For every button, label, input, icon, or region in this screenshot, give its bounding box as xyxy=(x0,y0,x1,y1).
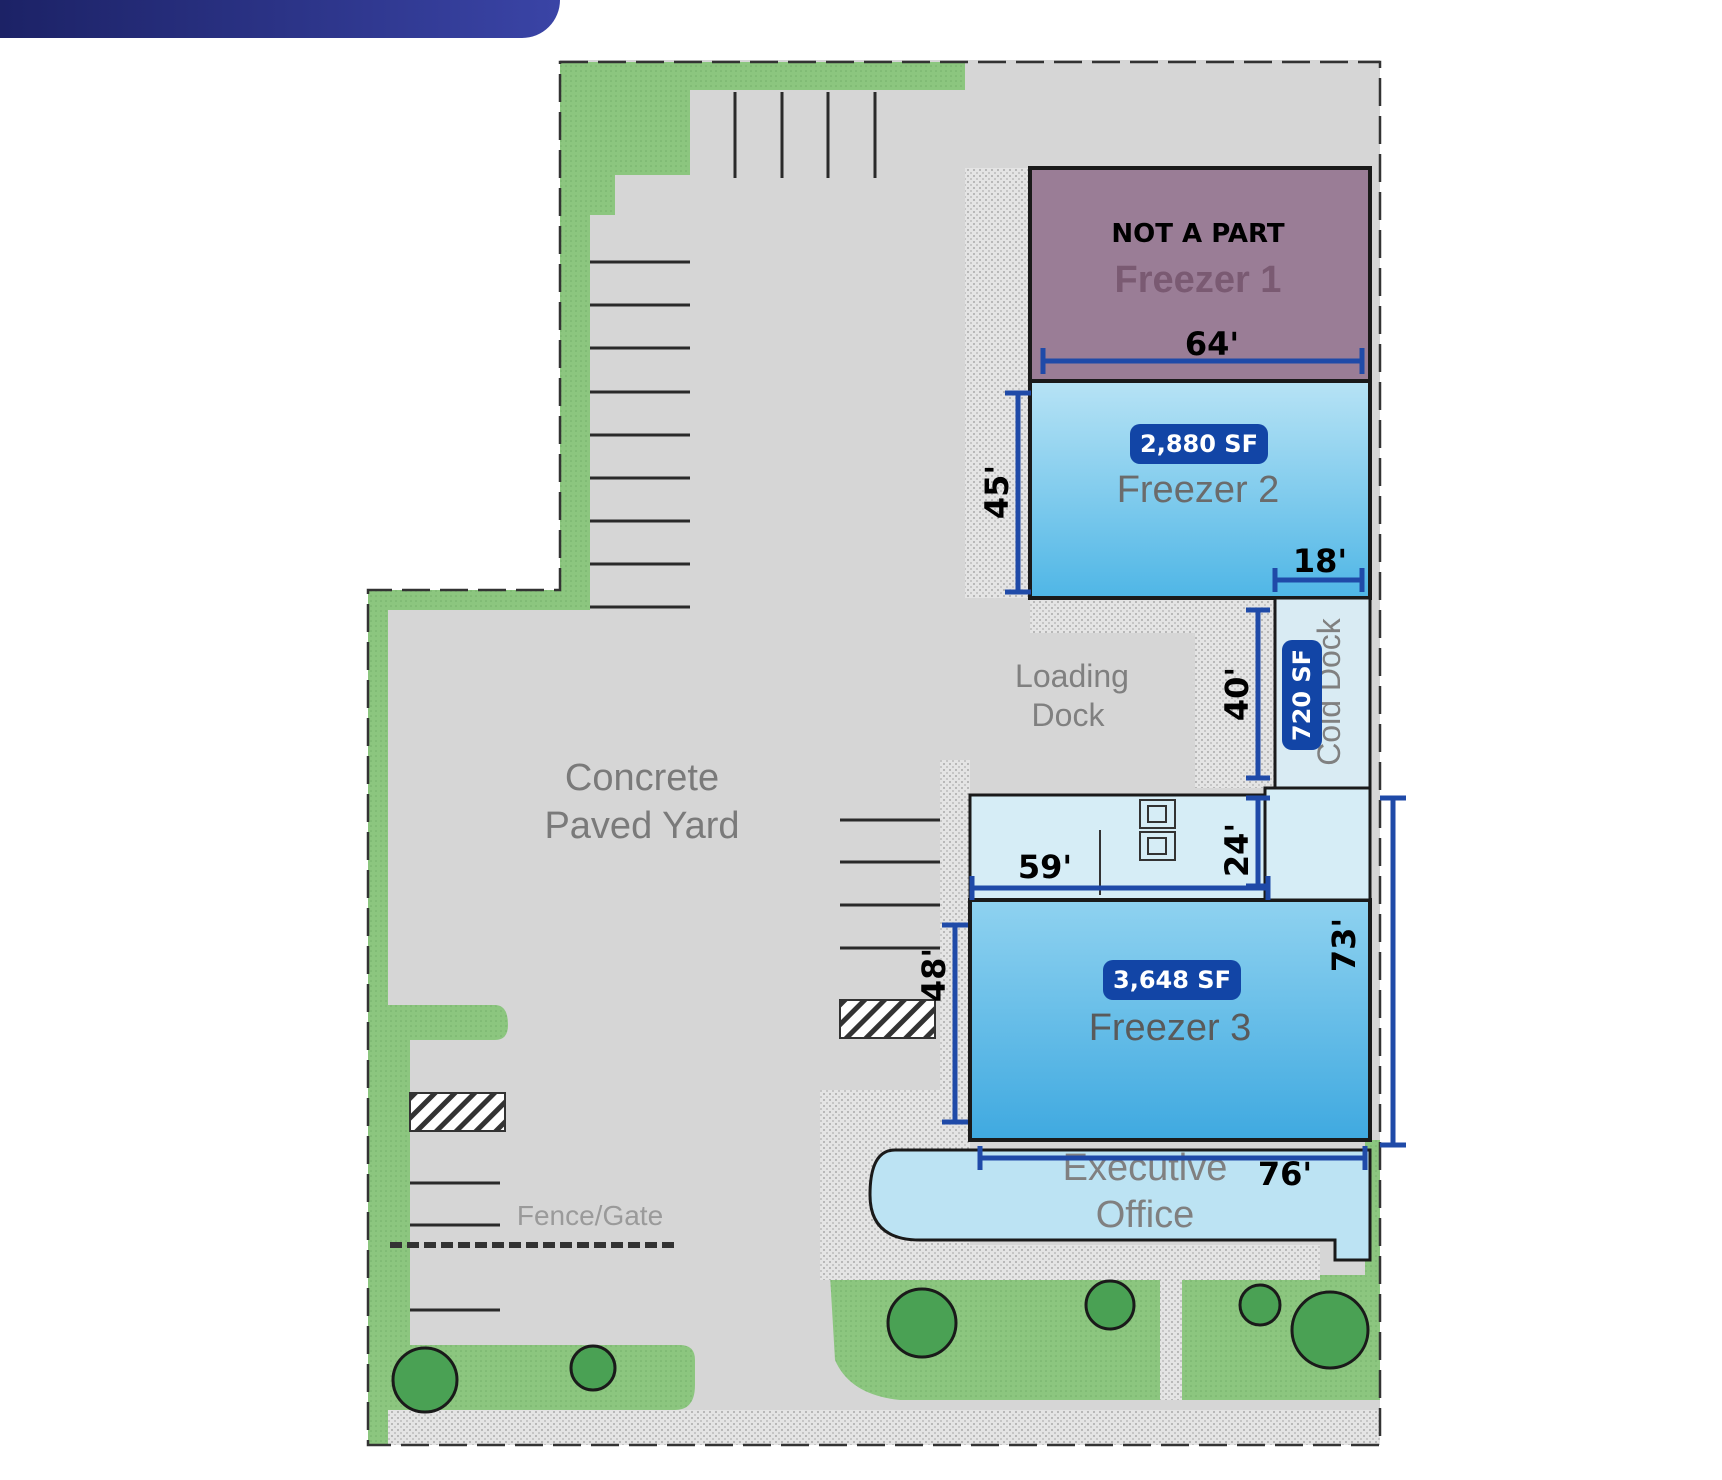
grass-strip-north xyxy=(385,62,965,610)
header-banner xyxy=(0,0,560,38)
freezer-2 xyxy=(1028,379,1372,600)
cold-dock-sf-badge: 720 SF xyxy=(1282,640,1322,750)
yard-label-2: Paved Yard xyxy=(544,805,739,847)
dim-18: 18' xyxy=(1293,542,1347,580)
sidewalk-path xyxy=(1160,1275,1182,1400)
sidewalk-dock xyxy=(1195,598,1275,788)
fence-gate-label: Fence/Gate xyxy=(517,1200,663,1231)
dim-cold-dock-height: 40' xyxy=(1218,667,1256,721)
exec-office-label-1: Executive xyxy=(1063,1147,1228,1189)
dim-freezer1-width: 64' xyxy=(1185,325,1239,363)
sidewalk-frontage xyxy=(388,1410,1380,1445)
executive-office xyxy=(868,1148,1372,1262)
trees xyxy=(391,1279,1370,1414)
sidewalk-south xyxy=(820,1245,1320,1280)
freezer-3-sf-badge: 3,648 SF xyxy=(1103,960,1241,1000)
hatched-area-west xyxy=(409,1092,506,1132)
freezer-2-sf-text: 2,880 SF xyxy=(1140,430,1258,458)
off-site-area xyxy=(370,60,560,590)
grass-strip-west xyxy=(368,590,388,1445)
freezer-1-label: Freezer 1 xyxy=(1115,259,1282,301)
office-fixtures xyxy=(1099,799,1176,895)
dim-73: 73' xyxy=(1325,918,1363,972)
freezer-3-annex xyxy=(1263,786,1372,902)
parking-stripes-east xyxy=(410,818,940,1312)
freezer-2-label: Freezer 2 xyxy=(1117,469,1280,511)
loading-dock-label-2: Dock xyxy=(1032,697,1106,733)
loading-dock-label-1: Loading xyxy=(1015,658,1129,694)
parking-stripes-north xyxy=(590,92,877,609)
dimension-lines xyxy=(942,348,1406,1170)
freezer-2-sf-badge: 2,880 SF xyxy=(1130,424,1268,464)
cold-dock-sf-text: 720 SF xyxy=(1288,649,1316,741)
freezer-3-label: Freezer 3 xyxy=(1089,1007,1252,1049)
property-line xyxy=(366,60,1382,1447)
freezer-3 xyxy=(968,898,1372,1142)
hatched-area-east xyxy=(839,999,936,1039)
dim-59: 59' xyxy=(1018,848,1072,886)
dim-24: 24' xyxy=(1218,823,1256,877)
yard-label-1: Concrete xyxy=(565,757,719,799)
freezer-1-not-a-part xyxy=(1028,166,1372,383)
freezer-3-sf-text: 3,648 SF xyxy=(1113,966,1231,994)
not-a-part-label: NOT A PART xyxy=(1111,219,1284,249)
dim-48: 48' xyxy=(915,948,953,1002)
dim-freezer2-height: 45' xyxy=(978,465,1016,519)
dim-76: 76' xyxy=(1258,1155,1312,1193)
office-area xyxy=(968,793,1277,902)
exec-office-label-2: Office xyxy=(1096,1194,1195,1236)
